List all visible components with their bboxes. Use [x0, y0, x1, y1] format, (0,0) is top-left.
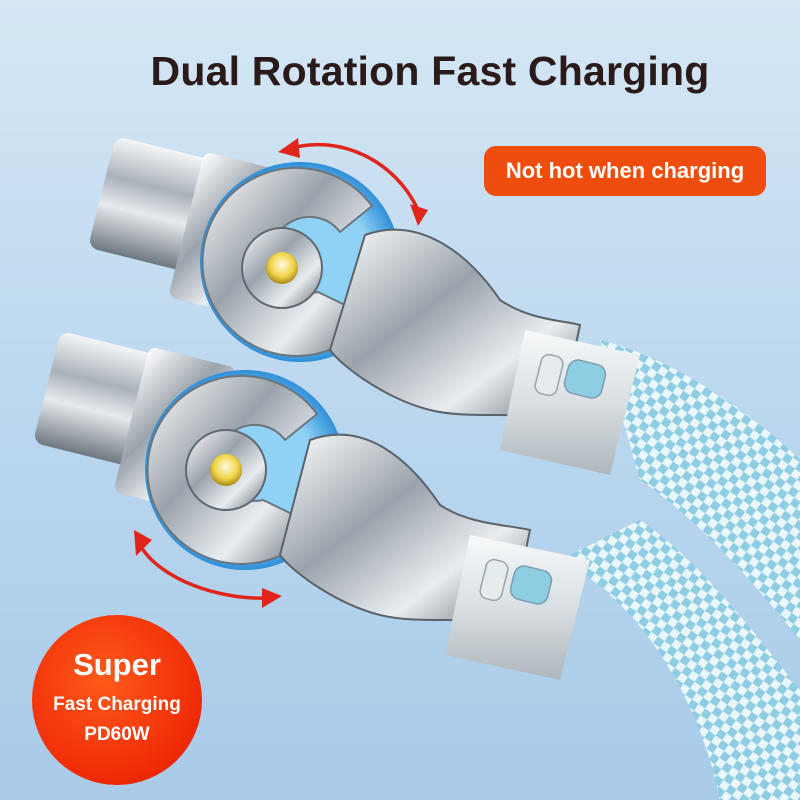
connector-upper [90, 138, 640, 475]
feature-pill: Not hot when charging [484, 146, 766, 196]
gear-hub-icon [185, 429, 267, 511]
badge-line-fast-charging: Fast Charging [53, 694, 181, 715]
badge-line-power: PD60W [84, 724, 150, 745]
braided-cable-lower [560, 520, 800, 800]
braided-cable-upper [600, 340, 800, 640]
gear-hub-icon [241, 227, 323, 309]
connector-lower [35, 333, 590, 680]
rotation-arrow-icon [138, 142, 420, 600]
badge-line-super: Super [73, 647, 161, 682]
headline: Dual Rotation Fast Charging [150, 48, 710, 94]
super-fast-charging-badge: Super Fast Charging PD60W [32, 615, 202, 785]
